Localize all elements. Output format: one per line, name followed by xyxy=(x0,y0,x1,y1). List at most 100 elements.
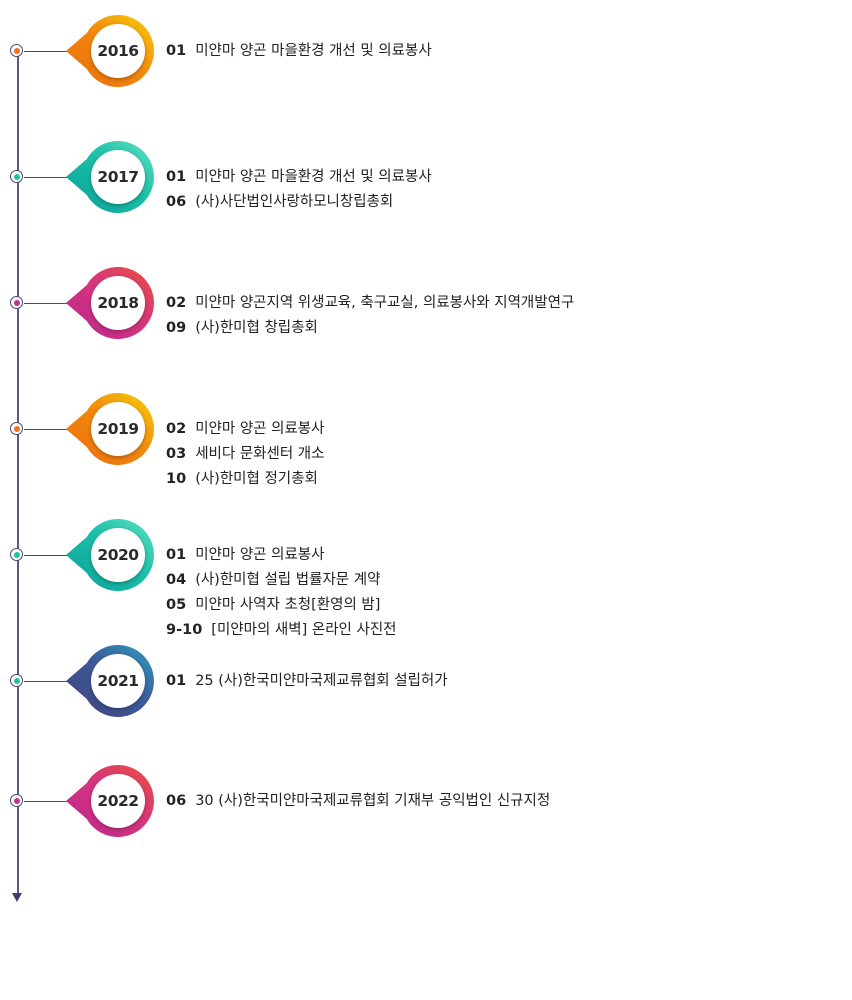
event-month: 06 xyxy=(166,793,187,809)
timeline-dot-icon xyxy=(10,296,23,309)
event-item: 01 미얀마 양곤 마을환경 개선 및 의료봉사 xyxy=(166,40,432,65)
event-month: 10 xyxy=(166,471,187,487)
event-text: 25 (사)한국미얀마국제교류협회 설립허가 xyxy=(195,673,448,689)
event-month: 01 xyxy=(166,43,187,59)
event-item: 01 미얀마 양곤 마을환경 개선 및 의료봉사 xyxy=(166,166,432,191)
event-text: 미얀마 양곤 마을환경 개선 및 의료봉사 xyxy=(195,169,432,185)
event-month: 09 xyxy=(166,320,187,336)
timeline-connector xyxy=(24,555,70,556)
year-badge-shape xyxy=(66,519,154,591)
timeline-dot-core xyxy=(13,173,20,180)
timeline-entry-2016: 2016 01 미얀마 양곤 마을환경 개선 및 의료봉사 xyxy=(0,15,852,88)
year-badge-shape xyxy=(66,645,154,717)
timeline-dot-icon xyxy=(10,422,23,435)
year-label: 2021 xyxy=(97,672,139,690)
event-month: 03 xyxy=(166,446,187,462)
timeline-entry-2021: 2021 01 25 (사)한국미얀마국제교류협회 설립허가 xyxy=(0,645,852,717)
event-month: 02 xyxy=(166,295,187,311)
timeline-dot-core xyxy=(13,677,20,684)
event-text: (사)한미협 설립 법률자문 계약 xyxy=(195,572,381,588)
timeline-dot-icon xyxy=(10,44,23,57)
year-badge: 2020 xyxy=(64,518,154,592)
event-month: 05 xyxy=(166,597,187,613)
timeline-connector xyxy=(24,801,70,802)
timeline-dot-core xyxy=(13,797,20,804)
event-month: 01 xyxy=(166,673,187,689)
year-badge: 2018 xyxy=(64,266,154,340)
timeline-entry-2020: 2020 01 미얀마 양곤 의료봉사 04 (사)한미협 설립 법률자문 계약 05 미얀… xyxy=(0,519,852,638)
year-badge: 2022 xyxy=(64,764,154,838)
event-text: (사)한미협 창립총회 xyxy=(195,320,318,336)
event-list: 01 25 (사)한국미얀마국제교류협회 설립허가 xyxy=(166,670,448,695)
event-text: 미얀마 양곤 의료봉사 xyxy=(195,421,325,437)
event-item: 10 (사)한미협 정기총회 xyxy=(166,468,324,493)
timeline-entry-2019: 2019 02 미얀마 양곤 의료봉사 03 세비다 문화센터 개소 10 (사)한미협 정… xyxy=(0,393,852,487)
event-item: 01 미얀마 양곤 의료봉사 xyxy=(166,544,397,569)
timeline-dot-core xyxy=(13,425,20,432)
event-month: 9-10 xyxy=(166,622,203,638)
arrow-down-icon xyxy=(12,893,22,902)
event-text: 미얀마 사역자 초청[환영의 밤] xyxy=(195,597,381,613)
event-list: 01 미얀마 양곤 의료봉사 04 (사)한미협 설립 법률자문 계약 05 미얀마 사역… xyxy=(166,544,397,644)
timeline-entry-2022: 2022 06 30 (사)한국미얀마국제교류협회 기재부 공익법인 신규지정 xyxy=(0,765,852,837)
event-text: [미얀마의 새벽] 온라인 사진전 xyxy=(211,622,397,638)
event-item: 06 30 (사)한국미얀마국제교류협회 기재부 공익법인 신규지정 xyxy=(166,790,550,815)
year-badge-shape xyxy=(66,765,154,837)
timeline-connector xyxy=(24,303,70,304)
event-item: 01 25 (사)한국미얀마국제교류협회 설립허가 xyxy=(166,670,448,695)
event-item: 02 미얀마 양곤 의료봉사 xyxy=(166,418,324,443)
event-item: 02 미얀마 양곤지역 위생교육, 축구교실, 의료봉사와 지역개발연구 xyxy=(166,292,574,317)
year-label: 2017 xyxy=(97,168,139,186)
event-text: 30 (사)한국미얀마국제교류협회 기재부 공익법인 신규지정 xyxy=(195,793,551,809)
year-label: 2018 xyxy=(97,294,139,312)
event-item: 03 세비다 문화센터 개소 xyxy=(166,443,324,468)
event-list: 01 미얀마 양곤 마을환경 개선 및 의료봉사 06 (사)사단법인사랑하모니창립총… xyxy=(166,166,432,216)
event-text: (사)사단법인사랑하모니창립총회 xyxy=(195,194,394,210)
year-label: 2022 xyxy=(97,792,139,810)
timeline-connector xyxy=(24,681,70,682)
event-month: 01 xyxy=(166,169,187,185)
event-list: 01 미얀마 양곤 마을환경 개선 및 의료봉사 xyxy=(166,40,432,65)
year-label: 2020 xyxy=(97,546,139,564)
event-list: 02 미얀마 양곤지역 위생교육, 축구교실, 의료봉사와 지역개발연구 09 (사)… xyxy=(166,292,574,342)
year-badge-shape xyxy=(66,267,154,339)
year-label: 2019 xyxy=(97,420,139,438)
timeline-connector xyxy=(24,51,70,52)
event-item: 05 미얀마 사역자 초청[환영의 밤] xyxy=(166,594,397,619)
event-text: 미얀마 양곤 의료봉사 xyxy=(195,547,325,563)
timeline-entry-2017: 2017 01 미얀마 양곤 마을환경 개선 및 의료봉사 06 (사)사단법인사랑하모… xyxy=(0,141,852,213)
event-list: 06 30 (사)한국미얀마국제교류협회 기재부 공익법인 신규지정 xyxy=(166,790,550,815)
event-text: (사)한미협 정기총회 xyxy=(195,471,318,487)
timeline-dot-icon xyxy=(10,794,23,807)
year-label: 2016 xyxy=(97,42,139,60)
event-item: 06 (사)사단법인사랑하모니창립총회 xyxy=(166,191,432,216)
timeline-connector xyxy=(24,429,70,430)
year-badge: 2016 xyxy=(64,14,154,88)
timeline-dot-core xyxy=(13,551,20,558)
event-text: 미얀마 양곤지역 위생교육, 축구교실, 의료봉사와 지역개발연구 xyxy=(195,295,575,311)
event-item: 09 (사)한미협 창립총회 xyxy=(166,317,574,342)
event-text: 미얀마 양곤 마을환경 개선 및 의료봉사 xyxy=(195,43,432,59)
event-item: 9-10 [미얀마의 새벽] 온라인 사진전 xyxy=(166,619,397,644)
timeline-connector xyxy=(24,177,70,178)
event-list: 02 미얀마 양곤 의료봉사 03 세비다 문화센터 개소 10 (사)한미협 정기총회 xyxy=(166,418,324,493)
timeline-dot-icon xyxy=(10,548,23,561)
event-month: 06 xyxy=(166,194,187,210)
year-badge-shape xyxy=(66,141,154,213)
event-text: 세비다 문화센터 개소 xyxy=(195,446,325,462)
timeline-dot-icon xyxy=(10,674,23,687)
timeline-axis-line xyxy=(17,50,19,893)
year-badge: 2019 xyxy=(64,392,154,466)
timeline-dot-icon xyxy=(10,170,23,183)
timeline-dot-core xyxy=(13,47,20,54)
year-badge-shape xyxy=(66,393,154,465)
event-month: 01 xyxy=(166,547,187,563)
event-item: 04 (사)한미협 설립 법률자문 계약 xyxy=(166,569,397,594)
year-badge: 2017 xyxy=(64,140,154,214)
timeline-dot-core xyxy=(13,299,20,306)
event-month: 04 xyxy=(166,572,187,588)
event-month: 02 xyxy=(166,421,187,437)
year-badge: 2021 xyxy=(64,644,154,718)
